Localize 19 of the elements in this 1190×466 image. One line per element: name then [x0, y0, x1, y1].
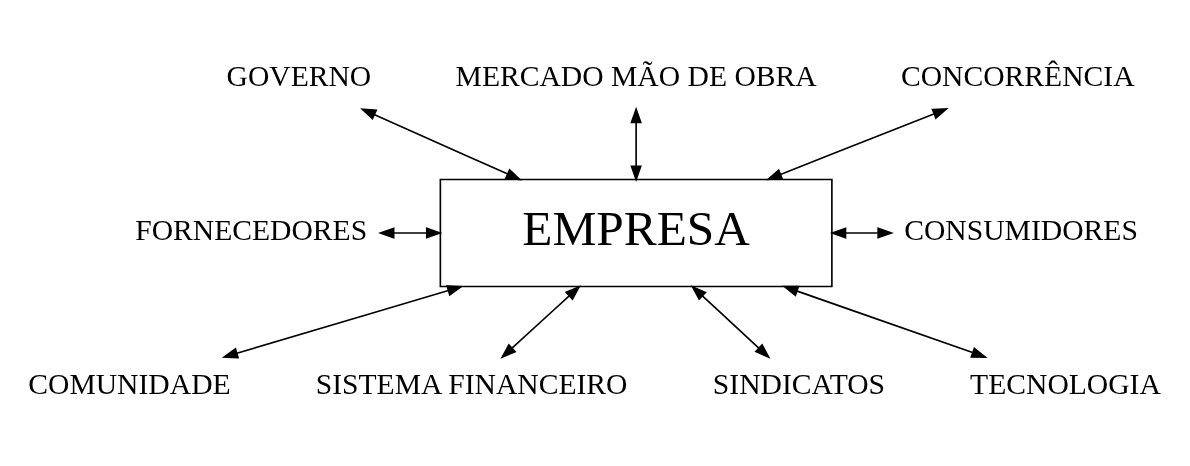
arrow — [378, 227, 443, 239]
node-text: TECNOLOGIA — [970, 368, 1161, 401]
arrow — [630, 106, 642, 182]
arrow — [500, 285, 581, 359]
node-text: CONCORRÊNCIA — [900, 60, 1135, 93]
arrow — [782, 285, 988, 358]
arrow — [765, 108, 949, 181]
node-text: SINDICATOS — [712, 368, 886, 401]
arrow — [690, 285, 771, 359]
node-text: FORNECEDORES — [135, 214, 368, 247]
node-box: EMPRESA — [439, 178, 833, 288]
node-text: MERCADO MÃO DE OBRA — [455, 60, 817, 93]
node-text: COMUNIDADE — [28, 368, 231, 401]
node-text: GOVERNO — [226, 60, 372, 93]
arrow — [360, 108, 523, 181]
node-text: CONSUMIDORES — [904, 214, 1138, 247]
arrow — [829, 227, 894, 239]
node-text: SISTEMA FINANCEIRO — [315, 368, 628, 401]
arrow — [221, 285, 464, 359]
